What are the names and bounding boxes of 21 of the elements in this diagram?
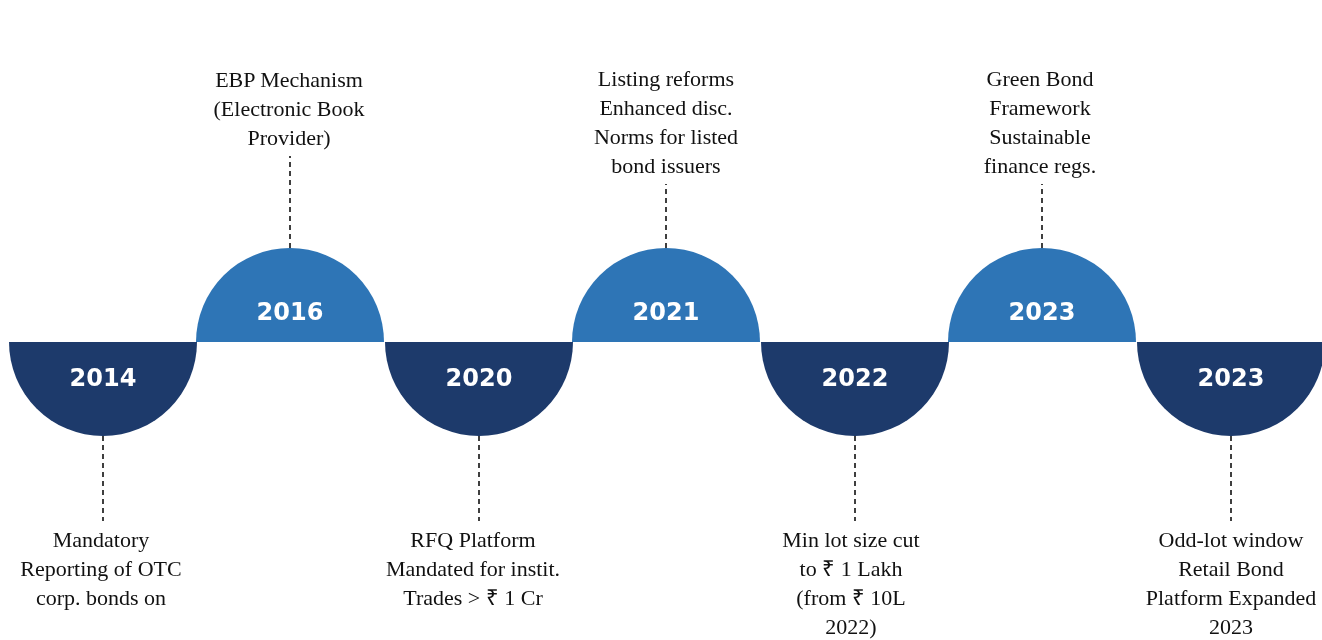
year-label: 2023 (1196, 364, 1266, 392)
milestone-text: Listing reforms Enhanced disc. Norms for listed bond issuers (581, 64, 751, 180)
year-label: 2021 (631, 298, 701, 326)
leader-line (289, 155, 291, 249)
leader-line (854, 435, 856, 522)
leader-line (1230, 435, 1232, 522)
milestone-text: Green Bond Framework Sustainable finance regs. (965, 64, 1115, 180)
milestone-text: RFQ Platform Mandated for instit. Trades > ₹ 1 Cr (378, 525, 568, 612)
year-label: 2016 (255, 298, 325, 326)
leader-line (102, 435, 104, 522)
leader-line (665, 183, 667, 249)
year-label: 2022 (820, 364, 890, 392)
leader-line (1041, 183, 1043, 249)
leader-line (478, 435, 480, 522)
year-label: 2014 (68, 364, 138, 392)
milestone-text: Min lot size cut to ₹ 1 Lakh (from ₹ 10L 2022) (776, 525, 926, 640)
milestone-text: Odd-lot window Retail Bond Platform Expanded 2023 (1138, 525, 1322, 640)
milestone-text: EBP Mechanism (Electronic Book Provider) (201, 65, 377, 152)
year-label: 2023 (1007, 298, 1077, 326)
milestone-text: Mandatory Reporting of OTC corp. bonds on (18, 525, 184, 612)
year-label: 2020 (444, 364, 514, 392)
